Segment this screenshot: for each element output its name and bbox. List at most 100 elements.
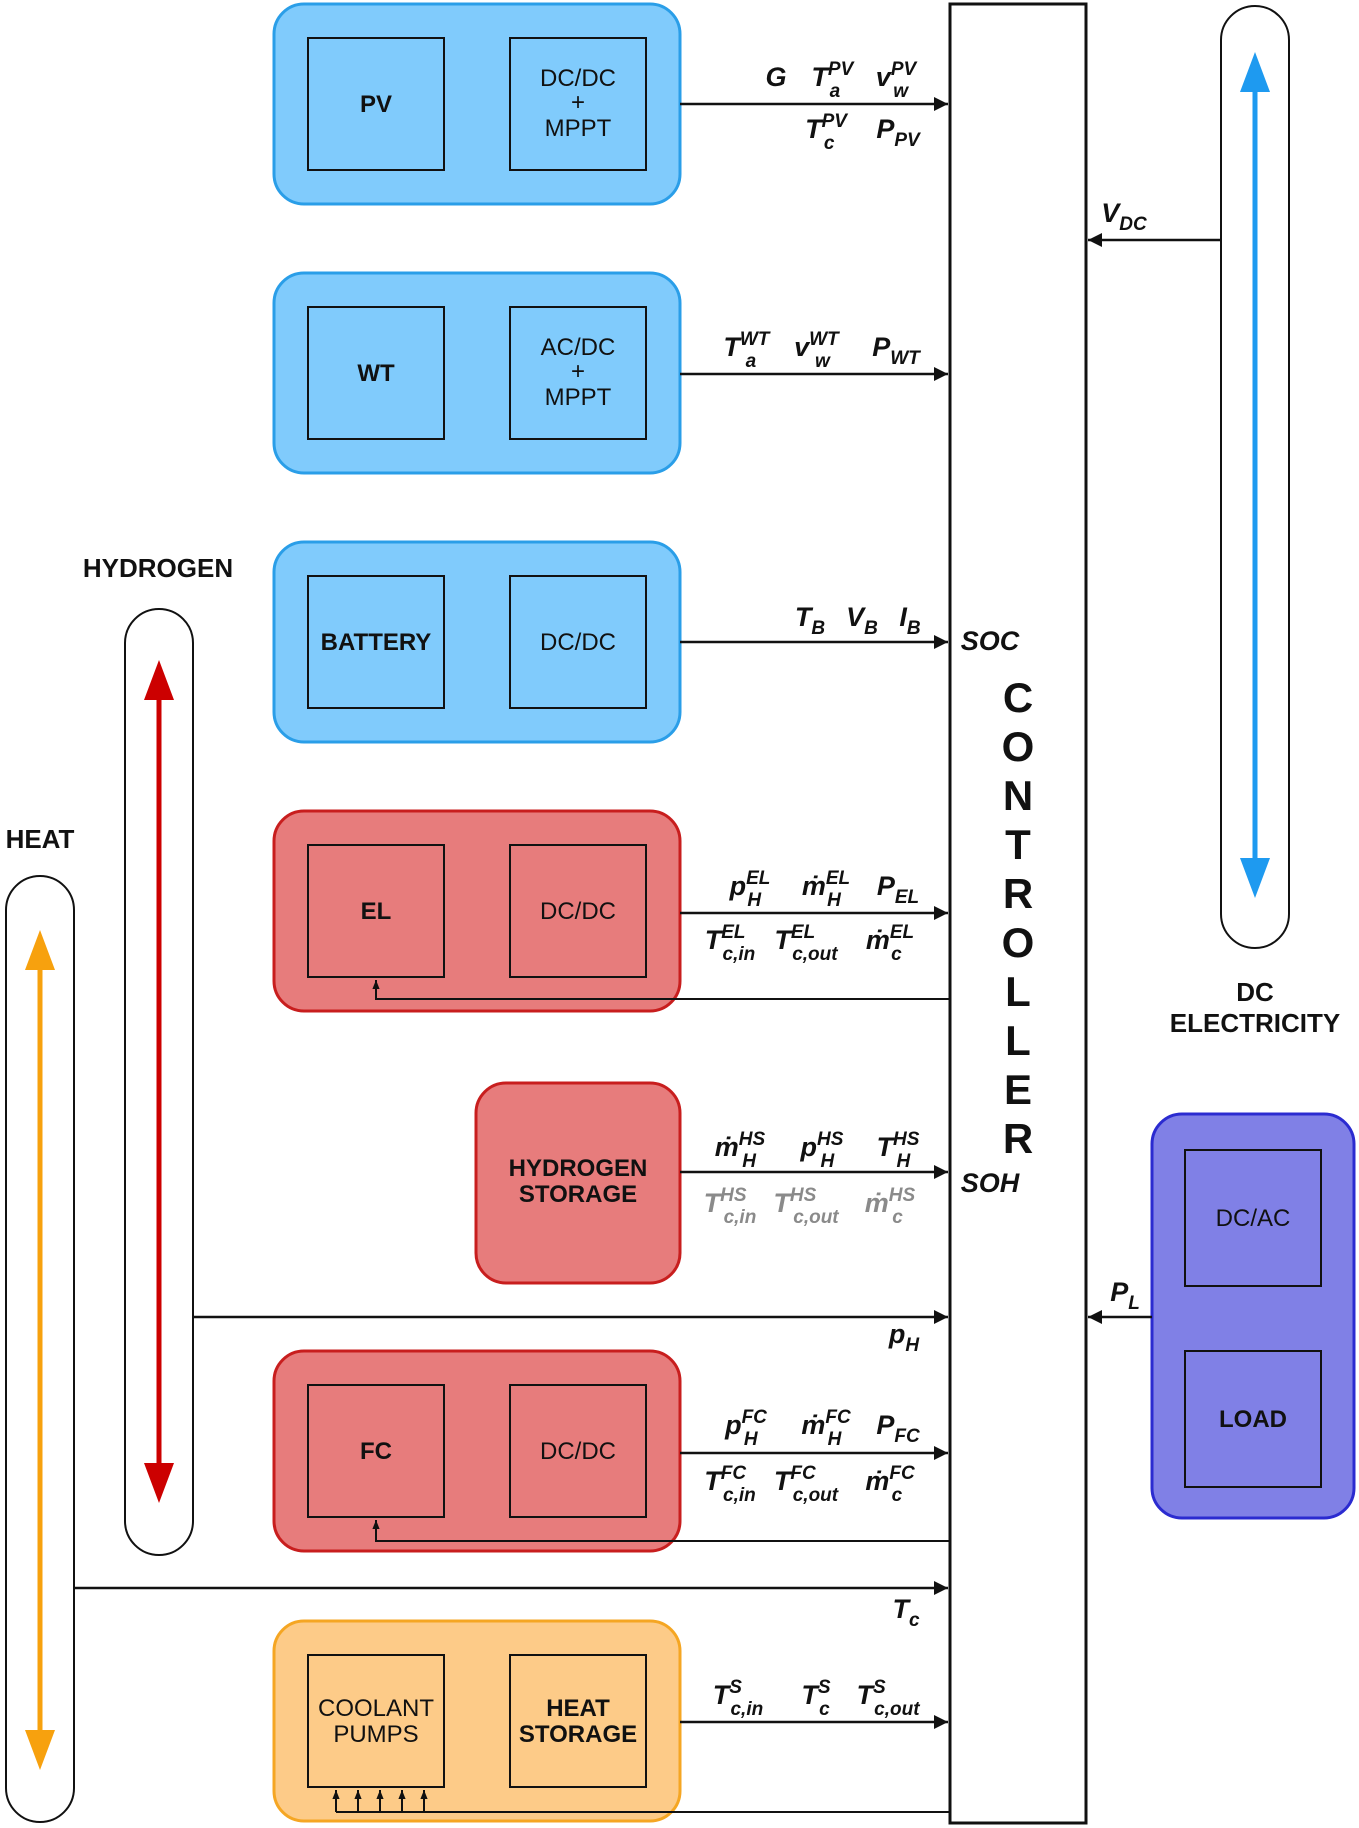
heat-bus-arrowhead-top — [25, 930, 55, 970]
signal-superscript: EL — [791, 922, 815, 943]
signal-symbol: T — [723, 332, 742, 362]
pv-block: PV DC/DC + MPPT — [272, 2, 682, 206]
controller-letter: O — [1002, 919, 1035, 966]
signal-symbol: V — [846, 602, 866, 632]
load-block: DC/AC LOAD — [1150, 1112, 1356, 1520]
battery-module-label: BATTERY — [321, 629, 432, 656]
heat-storage-box — [509, 1654, 647, 1788]
controller-letter: R — [1003, 870, 1033, 917]
heat-bus: HEAT — [5, 824, 75, 1823]
pv-converter-line1: DC/DC — [540, 65, 616, 92]
signal-pv-top-0: G — [765, 62, 786, 92]
signal-symbol: T — [805, 114, 824, 144]
signal-symbol: ṁ — [801, 1410, 825, 1440]
dc-bus-arrowhead-top — [1240, 52, 1270, 92]
battery-block: BATTERY DC/DC — [272, 540, 682, 744]
signal-subscript: c — [824, 133, 835, 154]
signal-symbol: I — [899, 602, 907, 632]
hydrogen-bus: HYDROGEN — [83, 553, 233, 1556]
controller-letter: O — [1002, 723, 1035, 770]
signal-wt-top-2: PWT — [872, 332, 921, 369]
pv-converter-line3: MPPT — [545, 115, 612, 142]
controller-letter: L — [1005, 968, 1031, 1015]
signal-subscript: c — [892, 1207, 903, 1228]
signal-symbol: T — [705, 925, 724, 955]
dc-electricity-label-line2: ELECTRICITY — [1170, 1008, 1340, 1038]
signal-subscript: a — [830, 81, 841, 102]
signal-symbol: P — [876, 114, 895, 144]
signal-subscript: EL — [895, 887, 919, 908]
signal-bat-top-1: VB — [846, 602, 878, 639]
signal-symbol: T — [877, 1132, 896, 1162]
signal-subscript: H — [827, 890, 842, 911]
heat-label: HEAT — [6, 824, 75, 854]
signal-symbol: T — [704, 1188, 723, 1218]
heat-block: COOLANT PUMPS HEAT STORAGE — [272, 1619, 682, 1823]
signal-symbol: v — [876, 62, 893, 92]
signal-subscript: w — [893, 81, 909, 102]
signal-superscript: FC — [721, 1463, 747, 1484]
signal-subscript: H — [896, 1151, 911, 1172]
signal-subscript: c,in — [724, 1207, 757, 1228]
wt-converter-line1: AC/DC — [541, 334, 616, 361]
signal-subscript: H — [828, 1429, 843, 1450]
el-control-arrow — [372, 980, 950, 1000]
signal-subscript: FC — [894, 1426, 920, 1447]
signal-superscript: S — [818, 1677, 831, 1698]
load-container — [1150, 1112, 1356, 1520]
signal-symbol: T — [774, 925, 793, 955]
heat-storage-line2: STORAGE — [519, 1721, 637, 1748]
el-module-label: EL — [361, 898, 392, 925]
signal-symbol: T — [704, 1466, 723, 1496]
battery-converter-label: DC/DC — [540, 629, 616, 656]
signal-soc-0: SOC — [961, 626, 1020, 656]
signal-bat-top-0: TB — [795, 602, 826, 639]
signal-subscript: c,out — [874, 1699, 920, 1720]
signal-subscript: H — [747, 890, 762, 911]
signal-subscript: c,in — [730, 1699, 763, 1720]
signal-tc-0: Tc — [892, 1594, 920, 1631]
wt-converter-line3: MPPT — [545, 384, 612, 411]
pv-module-box — [307, 37, 445, 171]
battery-module-box — [307, 575, 445, 709]
signal-symbol: ṁ — [802, 871, 826, 901]
signal-symbol: ṁ — [715, 1132, 739, 1162]
signal-subscript: H — [820, 1151, 835, 1172]
signal-superscript: PV — [822, 111, 849, 132]
wt-module-box — [307, 306, 445, 440]
signal-soh-0: SOH — [961, 1168, 1020, 1198]
signal-superscript: PV — [891, 59, 918, 80]
wt-block: WT AC/DC + MPPT — [272, 271, 682, 475]
fc-module-label: FC — [360, 1438, 392, 1465]
signal-symbol: P — [1110, 1277, 1129, 1307]
signal-superscript: FC — [742, 1407, 768, 1428]
coolant-pumps-box — [307, 1654, 445, 1788]
signal-symbol: p — [724, 1410, 742, 1440]
signal-symbol: SOH — [961, 1168, 1020, 1198]
fc-converter-box — [509, 1384, 647, 1518]
controller-letter: L — [1005, 1017, 1031, 1064]
heat-storage-line1: HEAT — [546, 1695, 610, 1722]
signal-superscript: EL — [890, 922, 914, 943]
signal-symbol: P — [877, 871, 896, 901]
signal-symbol: V — [1101, 198, 1121, 228]
el-container — [272, 809, 682, 1013]
signal-superscript: FC — [790, 1463, 816, 1484]
signal-superscript: HS — [739, 1129, 766, 1150]
signal-symbol: T — [773, 1188, 792, 1218]
